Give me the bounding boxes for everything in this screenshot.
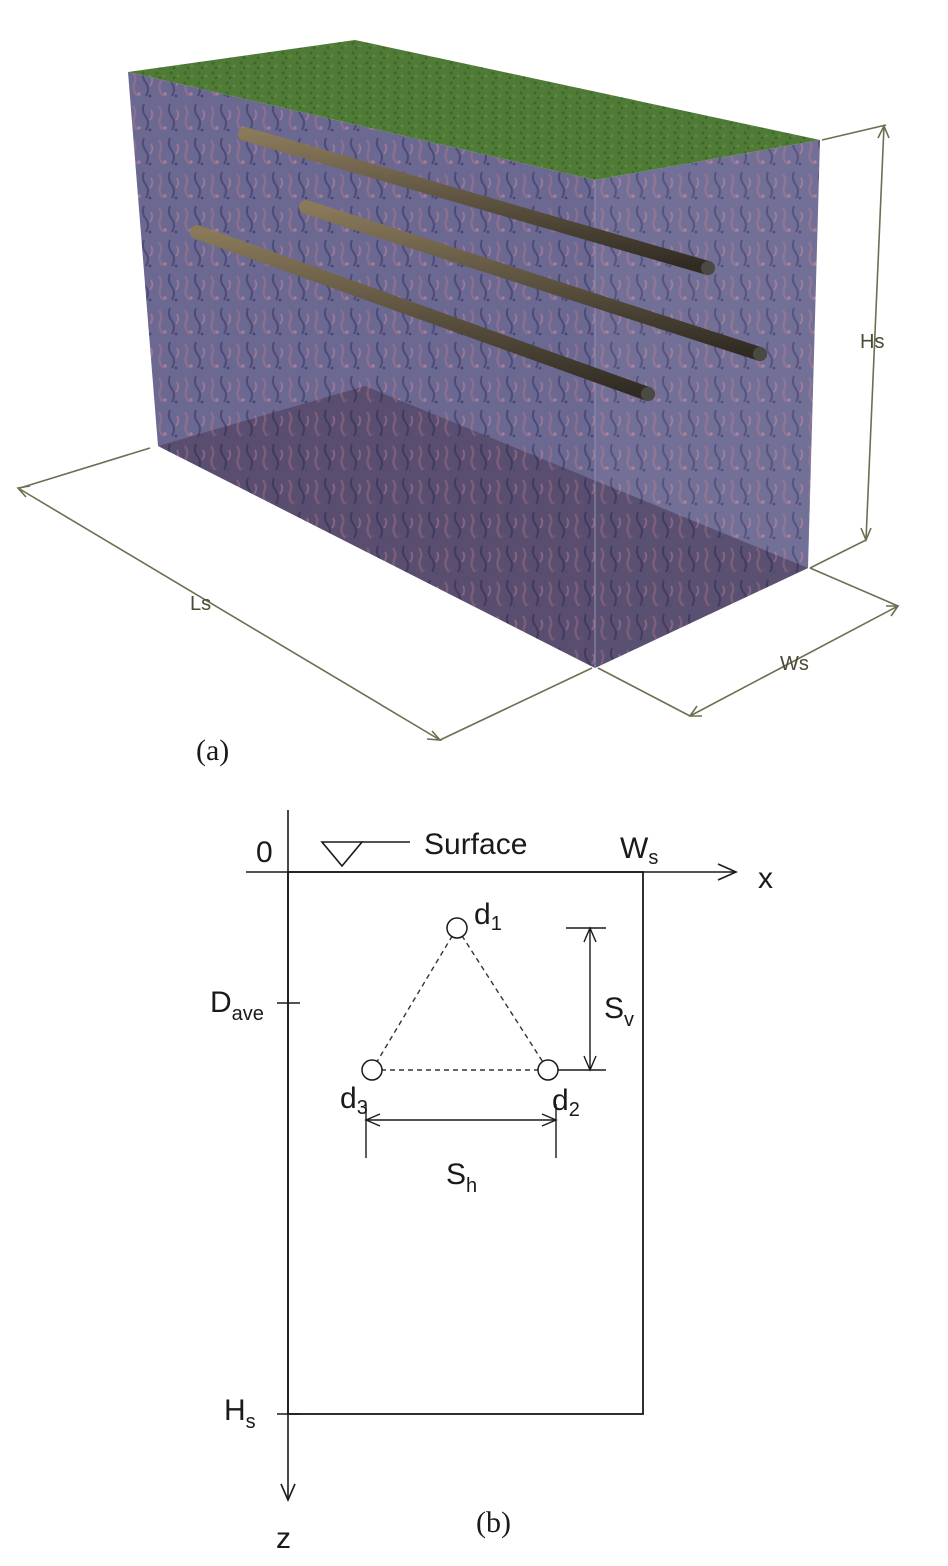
buried-cables-3d xyxy=(190,127,767,401)
caption-b: (b) xyxy=(476,1506,511,1539)
dimension-sh xyxy=(364,1104,558,1158)
soil-bottom-region xyxy=(158,386,808,668)
dimension-ws: Ws xyxy=(597,567,900,717)
cable-arrangement xyxy=(361,917,559,1081)
cable-3d-1 xyxy=(238,127,715,275)
x-axis-label: x xyxy=(758,862,773,895)
cable-d2 xyxy=(537,1059,559,1081)
water-table-symbol xyxy=(320,841,364,868)
caption-a: (a) xyxy=(196,734,229,767)
sv-label: Sv xyxy=(604,992,634,1031)
dimension-ls: Ls xyxy=(16,447,593,741)
dave-label: Dave xyxy=(210,986,264,1025)
z-axis-label: z xyxy=(276,1522,291,1555)
cable-3d-2 xyxy=(299,200,767,361)
cable-d1 xyxy=(446,917,468,939)
label-hs: Hs xyxy=(860,331,884,353)
surface-label: Surface xyxy=(424,828,527,861)
panel-a-soil-block xyxy=(128,40,820,668)
label-ls: Ls xyxy=(190,593,211,615)
origin-label: 0 xyxy=(256,836,273,869)
d3-label: d3 xyxy=(340,1082,368,1119)
hs-label: Hs xyxy=(224,1394,256,1433)
dimension-sv xyxy=(558,926,606,1072)
label-ws: Ws xyxy=(780,653,809,675)
ws-label: Ws xyxy=(620,832,658,869)
ground-surface-top xyxy=(128,40,820,180)
cable-d3 xyxy=(361,1059,383,1081)
sh-label: Sh xyxy=(446,1158,477,1197)
dimension-hs: Hs xyxy=(809,124,890,569)
panel-b-cross-section: 0 Surface x z Ws Dave Hs d1 d2 d3 Sv Sh … xyxy=(210,810,773,1555)
d2-label: d2 xyxy=(552,1084,580,1121)
cable-3d-3 xyxy=(190,225,655,401)
d1-label: d1 xyxy=(474,898,502,935)
